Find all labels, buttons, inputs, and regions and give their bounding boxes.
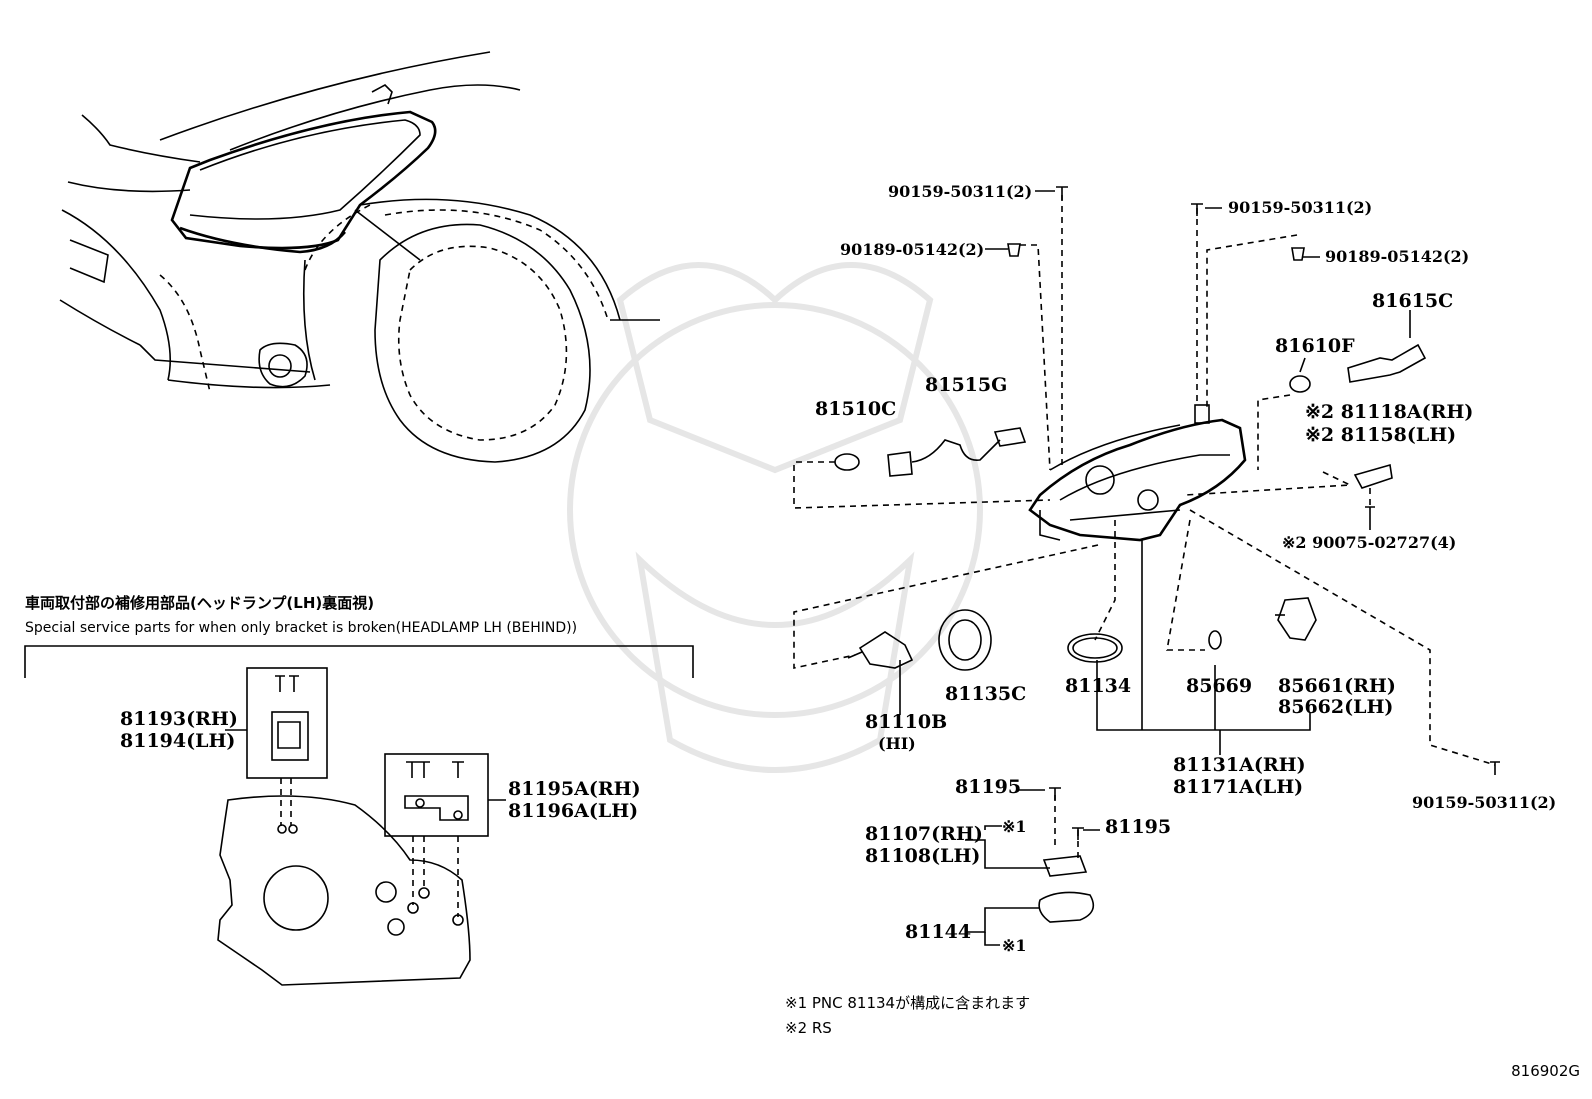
- bracket-title-en: Special service parts for when only brac…: [25, 620, 577, 636]
- label-81194: 81194(LH): [120, 730, 235, 752]
- watermark-emblem: [567, 262, 983, 773]
- label-81193: 81193(RH): [120, 708, 238, 730]
- note-2: ※2 RS: [785, 1019, 832, 1037]
- label-81158: ※2 81158(LH): [1305, 424, 1456, 446]
- label-85669: 85669: [1186, 675, 1252, 697]
- bracket-title-jp: 車両取付部の補修用部品(ヘッドランプ(LH)裏面視): [25, 594, 374, 612]
- car-front-illustration: [59, 51, 660, 463]
- note-1: ※1 PNC 81134が構成に含まれます: [785, 994, 1030, 1012]
- label-90075: ※2 90075-02727(4): [1282, 533, 1456, 552]
- label-81118A: ※2 81118A(RH): [1305, 401, 1473, 423]
- footnotes: ※1 PNC 81134が構成に含まれます ※2 RS: [785, 994, 1030, 1037]
- label-81110B-hi: (HI): [878, 734, 916, 753]
- label-81196A: 81196A(LH): [508, 800, 638, 822]
- label-85662: 85662(LH): [1278, 696, 1393, 718]
- small-parts: [834, 186, 1500, 923]
- part-labels: 90159-50311(2) 90189-05142(2) 90159-5031…: [815, 182, 1556, 955]
- diagram-code: 816902G: [1511, 1062, 1580, 1080]
- label-85661: 85661(RH): [1278, 675, 1396, 697]
- label-81610F: 81610F: [1275, 335, 1355, 357]
- label-81171A: 81171A(LH): [1173, 776, 1303, 798]
- leader-lines: [899, 190, 1411, 946]
- label-81195-b: 81195: [1105, 816, 1171, 838]
- label-81107: 81107(RH): [865, 823, 983, 845]
- label-81134: 81134: [1065, 675, 1131, 697]
- label-81195A: 81195A(RH): [508, 778, 641, 800]
- label-81108: 81108(LH): [865, 845, 980, 867]
- label-81195-a: 81195: [955, 776, 1021, 798]
- mark-note1-a: ※1: [1002, 817, 1027, 836]
- label-90159-top-right: 90159-50311(2): [1228, 198, 1372, 217]
- label-81131A: 81131A(RH): [1173, 754, 1306, 776]
- label-90159-bottom: 90159-50311(2): [1412, 793, 1556, 812]
- mark-note1-b: ※1: [1002, 936, 1027, 955]
- label-81110B: 81110B: [865, 711, 947, 733]
- bracket-section: 車両取付部の補修用部品(ヘッドランプ(LH)裏面視) Special servi…: [24, 594, 694, 986]
- label-81135C: 81135C: [945, 683, 1026, 705]
- label-81510C: 81510C: [815, 398, 896, 420]
- label-81515G: 81515G: [925, 374, 1007, 396]
- headlamp-assembly: [1028, 404, 1247, 542]
- label-90189-right: 90189-05142(2): [1325, 247, 1469, 266]
- label-81144: 81144: [905, 921, 971, 943]
- label-90159-top-left: 90159-50311(2): [888, 182, 1032, 201]
- label-81615C: 81615C: [1372, 290, 1453, 312]
- label-90189-left: 90189-05142(2): [840, 240, 984, 259]
